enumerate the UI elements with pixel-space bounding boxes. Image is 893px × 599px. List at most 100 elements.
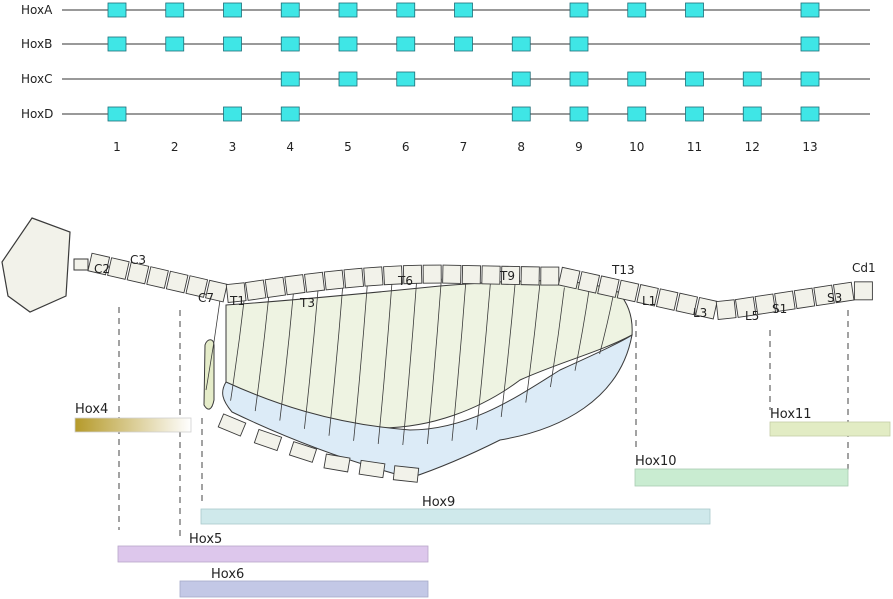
vertebra [675,292,699,316]
vertebra [107,257,130,280]
vertebra [853,281,873,301]
rib [525,284,541,403]
vertebra-label-s3: S3 [827,291,842,305]
gene-box-hoxb-3 [223,36,242,52]
vertebra-label-cd1: Cd1 [852,261,876,275]
gene-box-hoxa-11 [685,2,704,18]
gene-box-hoxb-6 [396,36,416,52]
rib [304,285,319,429]
gene-box-hoxb-4 [280,36,300,52]
vertebra-label-t6: T6 [397,274,413,288]
vertebra [87,252,111,276]
cluster-label-hoxa: HoxA [21,3,53,17]
rib [230,296,245,401]
vertebra [695,296,718,320]
gene-box-hoxc-4 [280,71,300,87]
rib [500,282,516,417]
expression-domains: Hox4 Hox5 Hox6 Hox9 Hox10 Hox11 [74,307,891,598]
gene-box-hoxd-8 [511,106,531,122]
vertebra [832,281,855,304]
gene-box-hoxd-4 [280,106,300,122]
gene-box-hoxc-5 [338,71,358,87]
rib [377,279,393,444]
paralog-number: 4 [286,140,294,154]
vertebra [540,266,560,286]
paralog-number: 8 [517,140,525,154]
gene-box-hoxc-6 [396,71,416,87]
paralog-number: 5 [344,140,352,154]
vertebra [264,276,286,299]
vertebra-label-l3: L3 [693,306,707,320]
vertebra [165,270,189,294]
vertebra [205,279,228,303]
vertebra [597,275,620,298]
paralog-number: 13 [802,140,817,154]
vertebra-atlas [73,258,89,271]
hox10-domain-bar [634,468,849,487]
rib [476,280,491,430]
hox9-label: Hox9 [422,495,455,510]
gene-box-hoxb-5 [338,36,358,52]
cluster-label-hoxd: HoxD [21,107,53,121]
hox4-label: Hox4 [75,402,108,417]
rib [599,293,614,355]
vertebra [774,290,796,313]
vertebra [343,267,365,289]
vertebra [304,271,326,293]
vertebra-label-t9: T9 [499,269,515,283]
gene-box-hoxd-10 [627,106,647,122]
vertebral-column [87,252,873,321]
gene-box-hoxc-9 [569,71,589,87]
vertebra [616,279,640,303]
vertebra [402,264,423,285]
vertebra [557,266,581,290]
vertebra-label-c7: C7 [198,291,214,305]
vertebra [185,275,209,298]
vertebra [715,299,737,321]
rib [328,283,344,436]
rib [550,287,565,388]
sternum [217,413,420,483]
vertebra-label-l1: L1 [642,294,656,308]
costal-cartilage [222,333,633,479]
hox6-label: Hox6 [211,567,244,582]
gene-box-hoxa-2 [165,2,185,18]
rib [205,299,221,391]
gene-box-hoxa-10 [627,2,647,18]
gene-box-hoxb-1 [107,36,127,52]
hox5-label: Hox5 [189,532,222,547]
sternebra [323,453,351,473]
vertebra [813,284,835,307]
rib [353,280,368,441]
paralog-number: 10 [629,140,644,154]
paralog-number: 7 [460,140,468,154]
gene-box-hoxd-13 [800,106,820,122]
vertebra [126,261,150,285]
skull [1,217,71,313]
gene-box-hoxb-13 [800,36,820,52]
gene-box-hoxa-1 [107,2,127,18]
vertebra-label-c2: C2 [94,262,110,276]
hox6-domain-bar [179,580,429,598]
gene-box-hoxa-4 [280,2,300,18]
gene-box-hoxd-1 [107,106,127,122]
rib [427,278,442,444]
gene-box-hoxb-9 [569,36,589,52]
vertebra-label-s1: S1 [772,302,787,316]
vertebra-label-t13: T13 [611,263,635,277]
sternebra [392,465,420,483]
gene-box-hoxa-9 [569,2,589,18]
vertebra [636,284,659,307]
vertebra [734,296,757,318]
hox11-label: Hox11 [770,407,812,422]
vertebra [481,265,501,285]
hox4-domain-bar [74,417,192,433]
sternebra [288,441,318,463]
rib [402,278,418,446]
hox10-label: Hox10 [635,454,677,469]
paralog-number: 9 [575,140,583,154]
paralog-number: 12 [745,140,760,154]
gene-box-hoxd-12 [742,106,762,122]
